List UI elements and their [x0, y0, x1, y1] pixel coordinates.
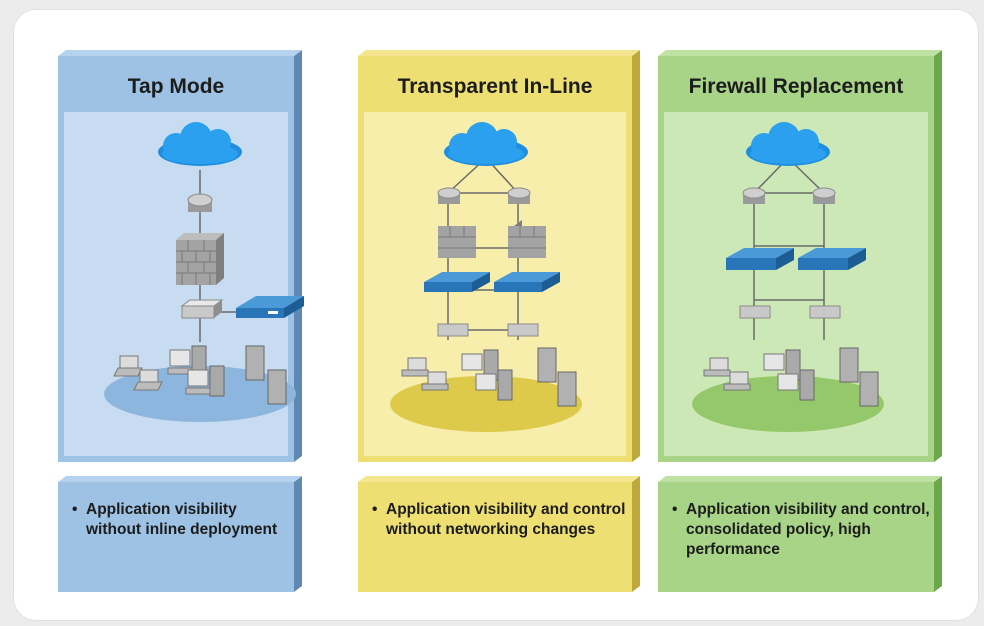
desktop-icon — [185, 365, 225, 397]
bullet-item: Application visibility without inline de… — [72, 500, 290, 540]
transparent-in-line-network-diagram — [390, 122, 582, 432]
firewall-replacement-card-graphic — [658, 50, 942, 462]
desktop-icon — [461, 349, 513, 401]
switch-icon — [739, 305, 841, 319]
cloud-icon — [444, 122, 528, 166]
server-icon — [245, 345, 287, 405]
laptop-icon — [133, 369, 163, 391]
transparent-in-line-card-graphic — [358, 50, 640, 462]
appliance-icon — [236, 296, 304, 318]
column-bullet-list: Application visibility without inline de… — [70, 500, 290, 540]
cloud-icon — [158, 122, 242, 166]
desktop-icon — [167, 345, 207, 377]
column-bullet-list: Application visibility and control, cons… — [670, 500, 932, 560]
laptop-icon — [401, 357, 449, 391]
appliance-icon — [424, 272, 490, 292]
cloud-icon — [746, 122, 830, 166]
bullet-item: Application visibility and control witho… — [372, 500, 628, 540]
firewall-icon — [176, 233, 224, 285]
switch-icon — [180, 299, 224, 319]
firewall-replacement-network-diagram — [692, 122, 884, 432]
bullet-item: Application visibility and control, cons… — [672, 500, 932, 560]
server-icon — [537, 347, 577, 407]
switch-icon — [437, 323, 539, 337]
column-title: Transparent In-Line — [397, 75, 593, 98]
router-icon — [437, 187, 461, 204]
laptop-icon — [703, 357, 751, 391]
appliance-icon — [726, 248, 866, 270]
router-icon — [742, 187, 836, 204]
tap-mode-card-graphic — [58, 50, 304, 462]
server-icon — [839, 347, 879, 407]
tap-mode-network-diagram — [104, 122, 304, 422]
column-title: Tap Mode — [127, 75, 225, 98]
desktop-icon — [763, 349, 815, 401]
column-bullet-list: Application visibility and control witho… — [370, 500, 628, 540]
appliance-icon — [494, 272, 560, 292]
laptop-icon — [113, 355, 143, 377]
router-icon — [187, 193, 213, 212]
column-title: Firewall Replacement — [688, 75, 904, 98]
router-icon — [507, 187, 531, 204]
firewall-icon — [438, 220, 546, 258]
